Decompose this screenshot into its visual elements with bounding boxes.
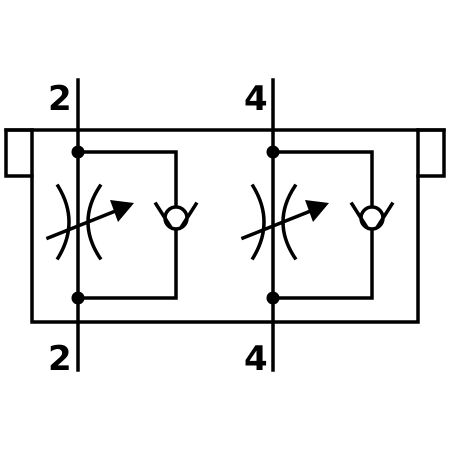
right-flow-control-unit: 4 4 (240, 78, 395, 379)
left-throttle-arc-left (55, 183, 71, 261)
right-mounting-tab (416, 128, 446, 178)
left-junction-top (71, 145, 85, 159)
left-junction-bottom (71, 291, 85, 305)
right-bypass-line (271, 150, 374, 300)
left-bypass-line (76, 150, 178, 300)
port-label-left-top: 2 (48, 79, 72, 119)
port-label-right-top: 4 (244, 79, 268, 119)
right-junction-bottom (266, 291, 280, 305)
right-junction-top (266, 145, 280, 159)
right-throttle-arc-left (250, 183, 266, 261)
port-label-left-bottom: 2 (48, 339, 72, 379)
left-flow-control-unit: 2 2 (45, 78, 199, 379)
right-adjust-arrow-icon (240, 200, 329, 241)
port-label-right-bottom: 4 (244, 339, 268, 379)
left-check-valve-icon (153, 201, 199, 231)
left-mounting-tab (4, 128, 34, 178)
housing-outline (30, 128, 420, 324)
right-check-valve-icon (349, 201, 395, 231)
left-adjust-arrow-icon (45, 200, 134, 241)
